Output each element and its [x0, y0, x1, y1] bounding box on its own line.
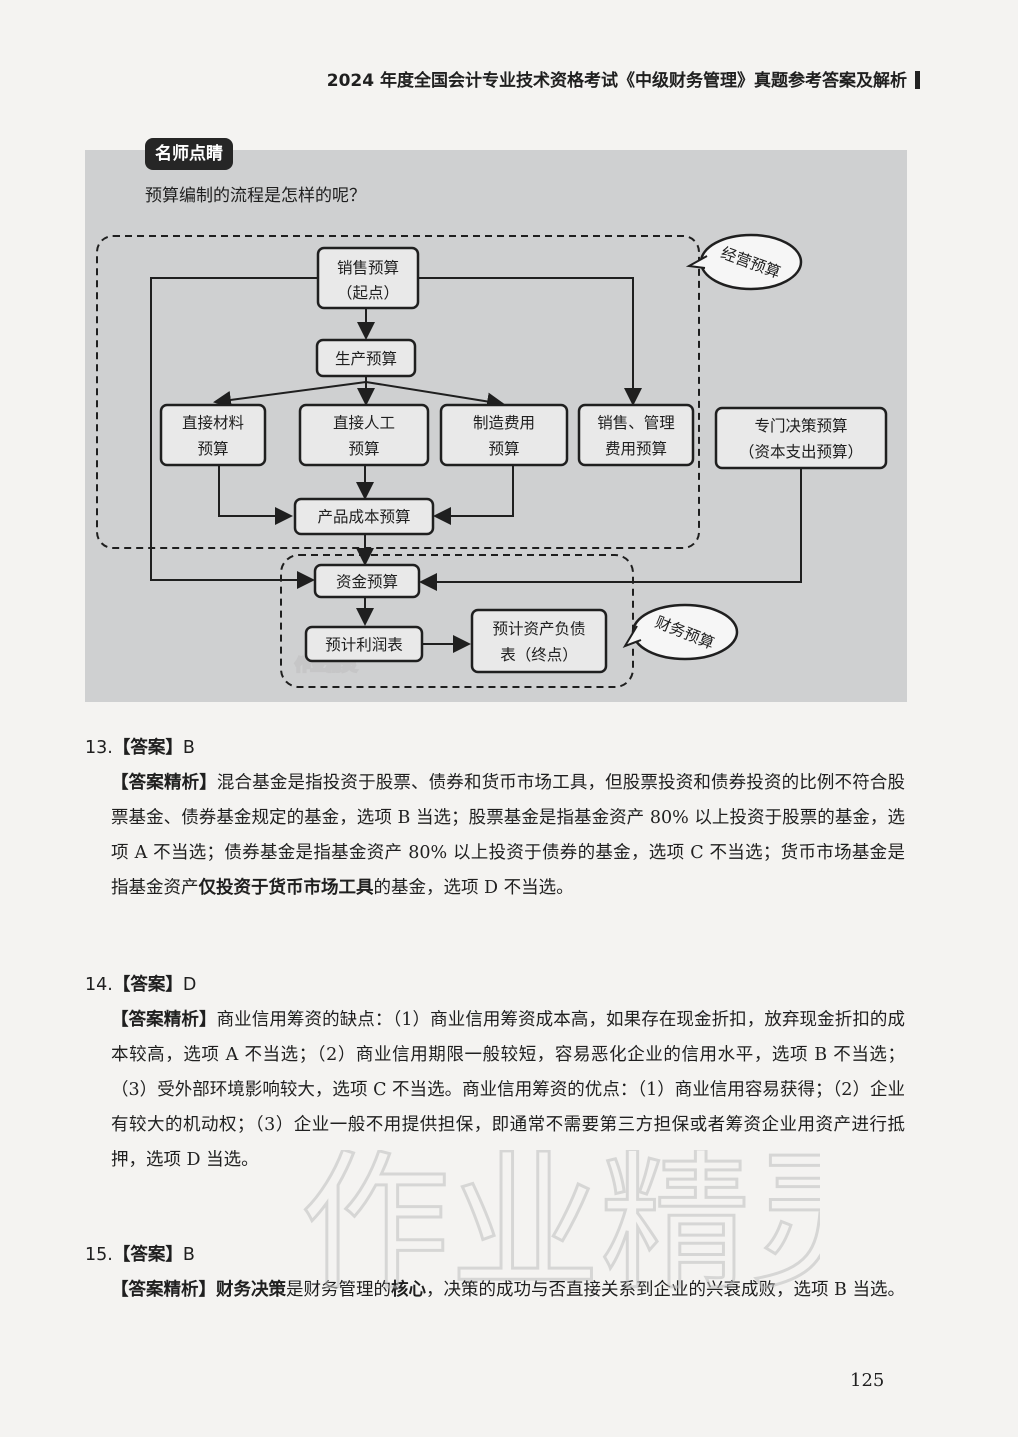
page-watermark: 作业精灵	[300, 1150, 820, 1300]
operating-budget-bubble: 经营预算	[685, 233, 803, 291]
explanation-text: 商业信用筹资的缺点：（1）商业信用筹资成本高，如果存在现金折扣，放弃现金折扣的成…	[111, 1010, 906, 1170]
cash-budget-text: 资金预算	[336, 572, 398, 591]
product-cost-text: 产品成本预算	[317, 507, 410, 526]
sales-budget-text: 销售预算	[337, 258, 399, 277]
answer-line-14: 14.【答案】D	[85, 968, 905, 1003]
answer-label: 【答案】	[112, 975, 183, 995]
product-cost-box: 产品成本预算	[293, 497, 435, 536]
page-watermark-text: 作业精灵	[300, 1150, 820, 1300]
tip-question: 预算编制的流程是怎样的呢？	[145, 186, 366, 206]
financial-budget-bubble: 财务预算	[622, 603, 739, 661]
explanation-13: 【答案精析】混合基金是指投资于股票、债券和货币市场工具，但股票投资和债券投资的比…	[85, 766, 905, 906]
explanation-label: 【答案精析】	[111, 1280, 216, 1300]
question-14: 14.【答案】D 【答案精析】商业信用筹资的缺点：（1）商业信用筹资成本高，如果…	[85, 968, 905, 1178]
balance-sheet-line1: 预计资产负债	[492, 620, 585, 638]
direct-material-line2: 预算	[197, 439, 228, 458]
overhead-line2: 预算	[488, 439, 519, 458]
production-budget-box: 生产预算	[315, 338, 417, 378]
direct-material-box: 直接材料 预算	[159, 403, 267, 467]
overhead-box: 制造费用 预算	[439, 403, 569, 467]
explanation-text: 混合基金是指投资于股票、债券和货币市场工具，但股票投资和债券投资的比例不符合股票…	[111, 773, 906, 898]
question-15: 15.【答案】B 【答案精析】财务决策是财务管理的核心，决策的成功与否直接关系到…	[85, 1238, 905, 1308]
header-bar	[915, 71, 920, 89]
sales-admin-line2: 费用预算	[605, 439, 667, 458]
question-number: 13.	[85, 738, 113, 758]
answer-line-13: 13.【答案】B	[85, 731, 905, 766]
answer-line-15: 15.【答案】B	[85, 1238, 905, 1273]
answer-label: 【答案】	[112, 738, 183, 758]
operating-budget-group	[96, 235, 700, 549]
answer-value: B	[182, 738, 195, 758]
cash-budget-box: 资金预算	[313, 563, 421, 599]
explanation-emphasis: 仅投资于货币市场工具	[198, 878, 374, 898]
explanation-label: 【答案精析】	[111, 773, 217, 793]
tip-label: 名师点睛	[145, 138, 233, 170]
answer-value: B	[182, 1245, 195, 1265]
sales-admin-line1: 销售、管理	[597, 414, 675, 432]
explanation-emphasis: 财务决策	[216, 1280, 286, 1300]
direct-material-line1: 直接材料	[182, 414, 244, 432]
profit-statement-box: 预计利润表	[304, 625, 424, 663]
diagram-connectors	[150, 277, 802, 653]
explanation-emphasis: 核心	[391, 1280, 426, 1300]
direct-labor-line1: 直接人工	[333, 414, 395, 432]
financial-budget-group	[280, 554, 634, 688]
special-decision-box: 专门决策预算 （资本支出预算）	[714, 406, 888, 470]
balance-sheet-box: 预计资产负债 表（终点）	[470, 608, 608, 674]
sales-budget-note: （起点）	[337, 284, 399, 302]
special-decision-line1: 专门决策预算	[754, 416, 847, 435]
explanation-text: 是财务管理的	[286, 1280, 391, 1300]
question-number: 14.	[85, 975, 113, 995]
production-budget-text: 生产预算	[335, 349, 397, 368]
question-number: 15.	[85, 1245, 113, 1265]
sales-admin-box: 销售、管理 费用预算	[577, 403, 695, 467]
balance-sheet-line2: 表（终点）	[500, 646, 578, 664]
explanation-label: 【答案精析】	[111, 1010, 217, 1030]
header-title: 2024 年度全国会计专业技术资格考试《中级财务管理》真题参考答案及解析	[326, 71, 907, 91]
answer-label: 【答案】	[112, 1245, 183, 1265]
explanation-14: 【答案精析】商业信用筹资的缺点：（1）商业信用筹资成本高，如果存在现金折扣，放弃…	[85, 1003, 905, 1178]
explanation-text: 的基金，选项 D 不当选。	[373, 878, 574, 898]
direct-labor-line2: 预算	[348, 439, 379, 458]
special-decision-line2: （资本支出预算）	[739, 442, 863, 461]
direct-labor-box: 直接人工 预算	[298, 403, 430, 467]
explanation-text: ，决策的成功与否直接关系到企业的兴衰成败，选项 B 当选。	[426, 1280, 905, 1300]
running-header: 2024 年度全国会计专业技术资格考试《中级财务管理》真题参考答案及解析	[280, 66, 920, 96]
sales-budget-box: 销售预算 （起点）	[316, 246, 420, 310]
page-number: 125	[850, 1370, 885, 1391]
budget-flow-diagram: 作业精灵 经营预算 财务预算 销售预算 （起点） 生产预算	[96, 233, 888, 688]
answer-value: D	[182, 975, 197, 995]
explanation-15: 【答案精析】财务决策是财务管理的核心，决策的成功与否直接关系到企业的兴衰成败，选…	[85, 1273, 905, 1308]
profit-statement-text: 预计利润表	[325, 636, 403, 654]
overhead-line1: 制造费用	[473, 414, 535, 432]
question-13: 13.【答案】B 【答案精析】混合基金是指投资于股票、债券和货币市场工具，但股票…	[85, 731, 905, 906]
